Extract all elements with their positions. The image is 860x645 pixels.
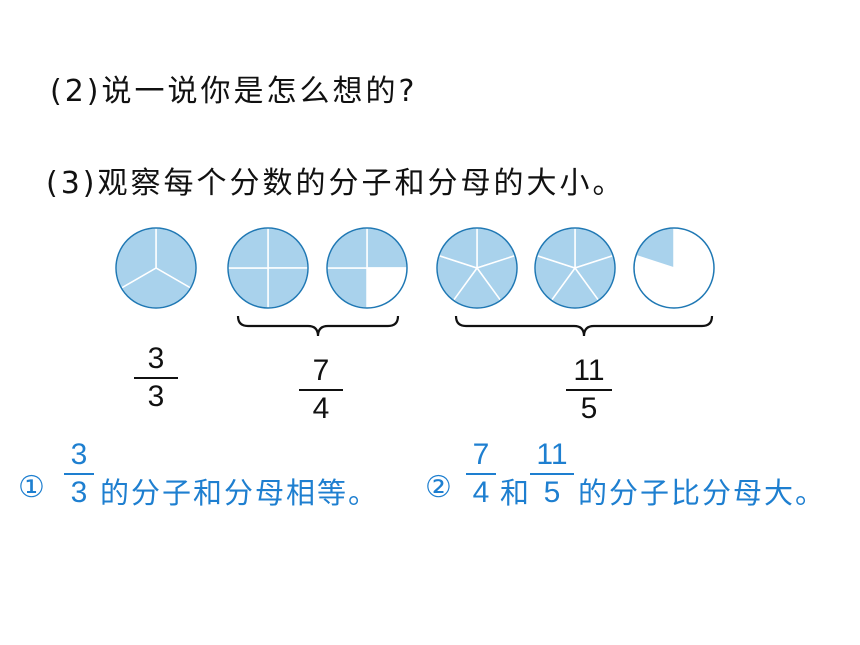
fraction-numerator: 3 bbox=[70, 438, 88, 471]
answer-fraction-11-5: 11 5 bbox=[530, 440, 574, 508]
fraction-numerator: 7 bbox=[312, 354, 330, 387]
fraction-circle-2 bbox=[227, 227, 309, 309]
answer-text-2: 的分子比分母大。 bbox=[578, 476, 827, 510]
fraction-denominator: 5 bbox=[580, 392, 598, 425]
fraction-bar bbox=[566, 389, 612, 391]
fraction-numerator: 7 bbox=[472, 438, 490, 471]
fraction-numerator: 3 bbox=[147, 342, 165, 375]
fraction-3-3: 3 3 bbox=[134, 344, 178, 412]
fraction-circle-6 bbox=[633, 227, 715, 309]
answer-text-1: 的分子和分母相等。 bbox=[100, 476, 380, 510]
circle-outline bbox=[534, 227, 616, 309]
answer-and: 和 bbox=[500, 476, 532, 510]
fraction-circle-4 bbox=[436, 227, 518, 309]
answer-marker-2: ② bbox=[425, 470, 452, 505]
fraction-bar bbox=[530, 473, 574, 475]
fraction-bar bbox=[466, 473, 496, 475]
question-3: (3)观察每个分数的分子和分母的大小。 bbox=[46, 166, 626, 201]
brace-fifths bbox=[454, 315, 714, 337]
fraction-denominator: 5 bbox=[543, 476, 561, 509]
circle-outline bbox=[227, 227, 309, 309]
fraction-7-4: 7 4 bbox=[299, 356, 343, 424]
fraction-denominator: 3 bbox=[147, 380, 165, 413]
fraction-bar bbox=[299, 389, 343, 391]
fraction-bar bbox=[134, 377, 178, 379]
answer-fraction-7-4: 7 4 bbox=[466, 440, 496, 508]
fraction-numerator: 11 bbox=[536, 438, 568, 471]
answer-marker-1: ① bbox=[18, 470, 45, 505]
question-2: (2)说一说你是怎么想的? bbox=[50, 74, 418, 109]
circle-outline bbox=[436, 227, 518, 309]
fraction-circle-5 bbox=[534, 227, 616, 309]
fraction-denominator: 3 bbox=[70, 476, 88, 509]
fraction-circle-3 bbox=[326, 227, 408, 309]
circle-outline bbox=[633, 227, 715, 309]
fraction-circle-1 bbox=[115, 227, 197, 309]
circle-outline bbox=[326, 227, 408, 309]
circle-outline bbox=[115, 227, 197, 309]
fraction-denominator: 4 bbox=[472, 476, 490, 509]
answer-fraction-3-3: 3 3 bbox=[64, 440, 94, 508]
brace-quarters bbox=[236, 315, 400, 337]
fraction-numerator: 11 bbox=[573, 354, 605, 387]
fraction-bar bbox=[64, 473, 94, 475]
fraction-11-5: 11 5 bbox=[566, 356, 612, 424]
fraction-denominator: 4 bbox=[312, 392, 330, 425]
